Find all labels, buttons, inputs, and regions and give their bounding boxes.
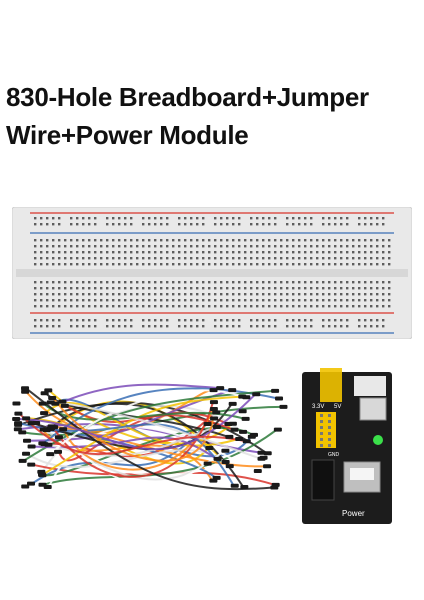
label-power: Power [342,509,365,518]
power-module-image: 5V 3.3V GND Power [302,368,392,524]
label-gnd: GND [328,452,340,458]
jumper-wires-image [12,383,288,491]
power-led [373,435,383,445]
wire-pins [12,386,288,490]
breadboard-holes [34,217,391,328]
label-5v: 5V [334,404,341,410]
label-3v3: 3.3V [312,404,324,410]
product-title-line2: Wire+Power Module [6,120,249,150]
product-title: 830-Hole Breadboard+Jumper Wire+Power Mo… [6,78,421,154]
breadboard-image [12,207,412,339]
product-title-line1: 830-Hole Breadboard+Jumper [6,82,369,112]
